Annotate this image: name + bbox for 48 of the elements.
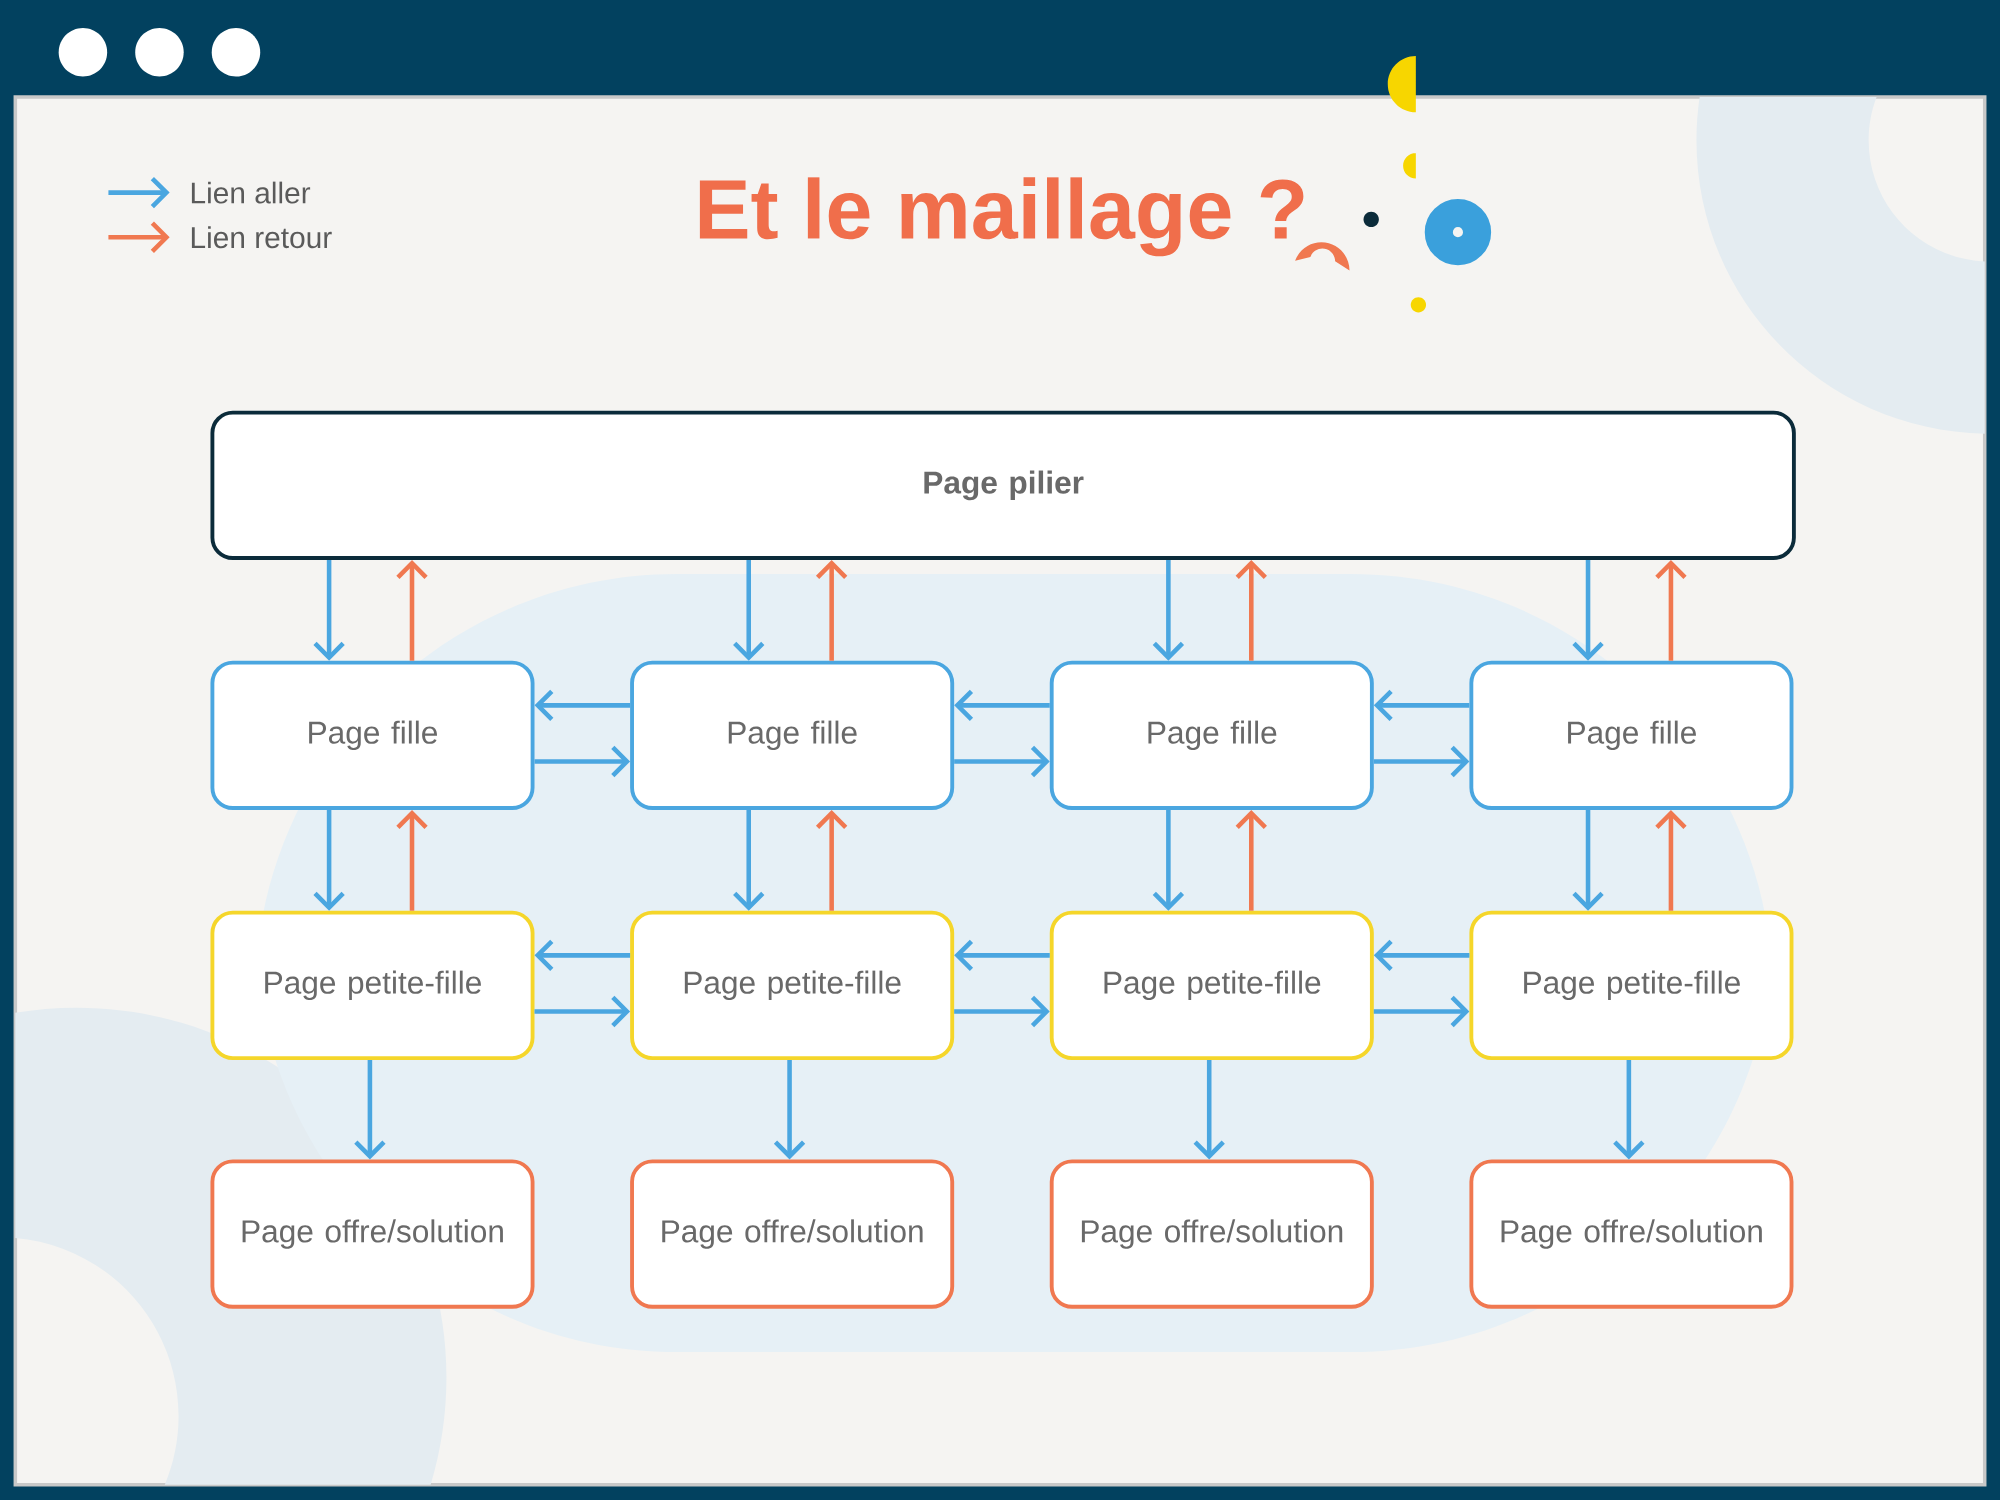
arrow <box>954 689 1050 722</box>
arrow <box>954 995 1050 1028</box>
arrow <box>534 689 631 722</box>
arrow <box>313 810 345 911</box>
arrow <box>1373 995 1470 1028</box>
legend-label: Lien retour <box>191 226 332 249</box>
offer-page-box: Page offre/solution <box>1469 1159 1794 1309</box>
title: Et le maillage ? <box>699 177 1304 257</box>
child-page-box: Page fille <box>210 660 535 810</box>
offer-page-box: Page offre/solution <box>630 1159 955 1309</box>
offer-page-box: Page offre/solution <box>1049 1159 1374 1309</box>
pillar-page-box: Page pilier <box>210 410 1796 560</box>
arrow <box>1152 560 1185 661</box>
arrow <box>1572 560 1604 661</box>
arrow <box>733 560 765 661</box>
grandchild-page-box: Page petite-fille <box>1049 910 1374 1060</box>
arrow <box>1373 745 1470 778</box>
arrow <box>815 809 848 911</box>
arrow <box>954 745 1050 778</box>
arrow <box>954 939 1050 972</box>
grandchild-page-box: Page petite-fille <box>210 910 535 1060</box>
arrow <box>1193 1060 1225 1160</box>
grandchild-page-box: Page petite-fille <box>1469 910 1794 1060</box>
arrow <box>773 1060 806 1160</box>
arrow <box>534 995 631 1028</box>
arrow <box>354 1060 386 1160</box>
offer-page-box: Page offre/solution <box>210 1159 535 1309</box>
arrow <box>534 939 631 972</box>
arrow <box>396 809 428 911</box>
child-page-box: Page fille <box>1469 660 1794 810</box>
arrow <box>1235 809 1267 911</box>
arrow <box>1235 560 1267 661</box>
arrow <box>313 560 345 661</box>
arrow <box>1613 1060 1645 1160</box>
arrow <box>733 810 765 911</box>
arrow <box>1655 809 1687 911</box>
grandchild-page-box: Page petite-fille <box>630 910 955 1060</box>
arrow <box>1373 939 1470 972</box>
arrow <box>815 560 848 661</box>
arrow <box>1572 810 1604 911</box>
legend-label: Lien aller <box>191 181 311 204</box>
arrow <box>1655 560 1687 661</box>
child-page-box: Page fille <box>1049 660 1374 810</box>
child-page-box: Page fille <box>630 660 955 810</box>
arrow <box>534 745 631 778</box>
arrow <box>1152 810 1185 911</box>
arrow <box>1373 689 1470 722</box>
arrow <box>396 560 428 661</box>
